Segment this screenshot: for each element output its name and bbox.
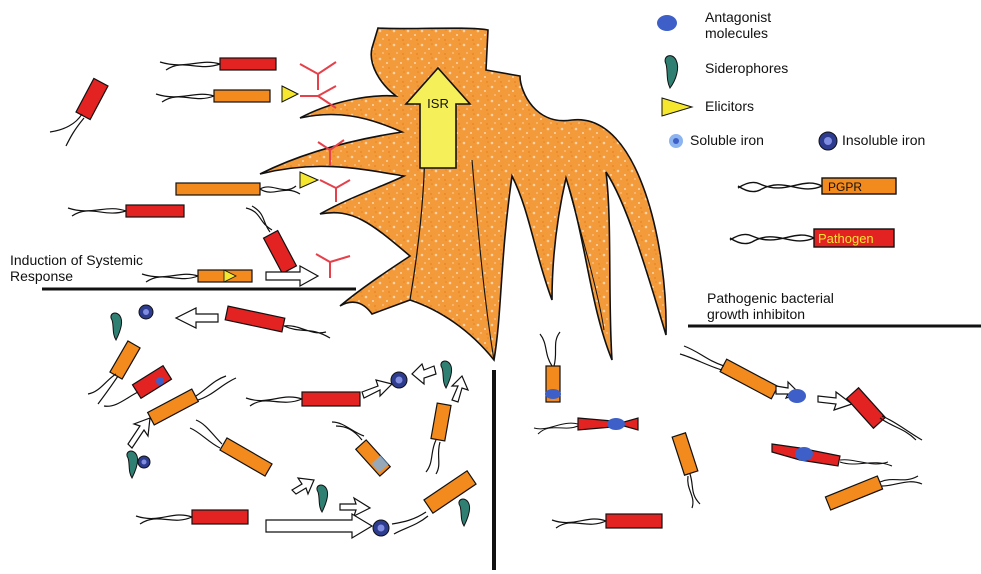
pgpr-bacterium [190, 420, 272, 476]
pathogen-bacterium [552, 514, 662, 528]
lower-right-interactions [534, 332, 922, 528]
white-arrow [292, 478, 314, 494]
pathogen-bacterium [847, 388, 922, 440]
white-arrow [340, 498, 370, 516]
pgpr-bacterium [540, 332, 561, 402]
legend-soluble-label: Soluble iron [690, 132, 764, 148]
long-white-arrow [266, 514, 372, 538]
legend-iron: Soluble iron Insoluble iron [669, 132, 925, 150]
legend-antagonist-line1: Antagonist [705, 9, 771, 25]
legend-insoluble-label: Insoluble iron [842, 132, 925, 148]
receptors [300, 62, 350, 278]
pathogen-bacterium [136, 510, 248, 524]
pgpr-bacterium [672, 433, 700, 508]
elicitor-triangles [282, 86, 318, 188]
pathogen-bacterium [246, 392, 360, 406]
legend-antagonist-line2: molecules [705, 25, 768, 41]
white-arrow [818, 392, 852, 410]
siderophore [459, 499, 470, 526]
receptor [300, 62, 336, 90]
pgpr-bacterium [176, 183, 300, 195]
lysed-bacterium [534, 418, 638, 434]
plant-root [260, 28, 666, 360]
pathogen-bacterium [50, 78, 108, 146]
legend-elicitors-label: Elicitors [705, 98, 754, 114]
elicitor [300, 172, 318, 188]
legend-pathogen: Pathogen [730, 229, 894, 247]
siderophore [127, 451, 138, 478]
white-arrow [412, 364, 436, 384]
legend-siderophores-label: Siderophores [705, 60, 788, 76]
white-arrow [452, 376, 468, 402]
white-arrow [176, 308, 218, 328]
lower-left-interactions [88, 305, 476, 538]
upper-left-bacteria [50, 58, 300, 273]
pathogen-bacterium [225, 306, 330, 338]
siderophore [111, 313, 122, 340]
pathogen-bacterium [246, 206, 296, 273]
legend-antagonist: Antagonist molecules [657, 9, 771, 41]
receptor [316, 254, 350, 278]
insoluble-iron [139, 305, 153, 319]
legend: Antagonist molecules Siderophores Elicit… [657, 9, 925, 247]
pgpr-bacterium [156, 90, 270, 102]
section-left-line1: Induction of Systemic [10, 252, 143, 268]
pgpr-bacterium [680, 346, 778, 399]
lysed-bacterium [772, 444, 892, 466]
pathogen-bacterium [160, 58, 276, 70]
section-right-line2: growth inhibiton [707, 306, 805, 322]
dividers [42, 289, 981, 570]
insoluble-iron [138, 456, 150, 468]
isr-label: ISR [427, 96, 449, 111]
antagonist-icon [657, 15, 677, 31]
legend-pgpr-label: PGPR [828, 180, 862, 194]
legend-pathogen-label: Pathogen [818, 231, 874, 246]
white-arrow [266, 266, 318, 286]
pgpr-bacterium [825, 476, 922, 510]
siderophore [441, 361, 452, 388]
legend-elicitors: Elicitors [662, 98, 754, 116]
elicitor [282, 86, 298, 102]
legend-siderophores: Siderophores [665, 56, 788, 88]
pgpr-bacterium [426, 403, 451, 474]
pathogen-bacterium [68, 205, 184, 217]
section-left-line2: Response [10, 268, 73, 284]
section-left-label: Induction of Systemic Response [10, 252, 143, 284]
section-right-line1: Pathogenic bacterial [707, 290, 834, 306]
pgpr-bacterium [332, 422, 390, 476]
white-arrow [362, 380, 392, 398]
insoluble-iron [391, 372, 407, 388]
elicitor-icon [662, 98, 692, 116]
siderophore-icon [665, 56, 678, 88]
insoluble-iron [373, 520, 389, 536]
section-right-label: Pathogenic bacterial growth inhibiton [707, 290, 834, 322]
receptor [320, 180, 350, 202]
siderophore [317, 485, 328, 512]
antagonist-molecule [788, 389, 806, 403]
legend-pgpr: PGPR [738, 178, 896, 194]
white-arrow [128, 418, 150, 448]
